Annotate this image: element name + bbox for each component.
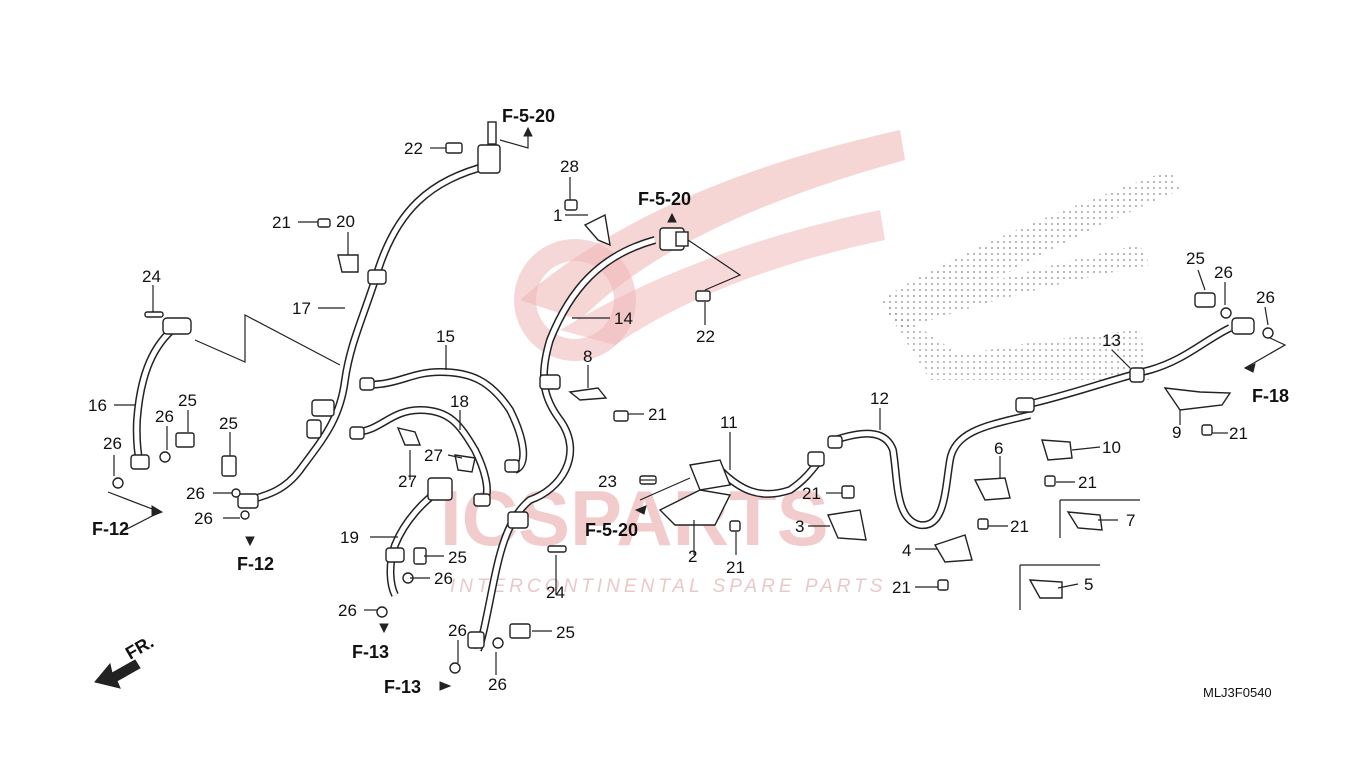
callout-21e: 21 — [892, 578, 911, 597]
callout-26g: 26 — [448, 621, 467, 640]
callout-26a: 26 — [155, 407, 174, 426]
brackets — [337, 213, 1232, 599]
callout-21b: 21 — [648, 405, 667, 424]
callout-4: 4 — [902, 541, 911, 560]
callout-21f: 21 — [1010, 517, 1029, 536]
ref-f13-b: F-13 — [384, 677, 421, 697]
callout-19: 19 — [340, 528, 359, 547]
callout-16: 16 — [88, 396, 107, 415]
callout-26j: 26 — [1256, 288, 1275, 307]
callout-24a: 24 — [142, 267, 161, 286]
callout-8: 8 — [583, 347, 592, 366]
callout-25c: 25 — [448, 548, 467, 567]
hose-11 — [717, 457, 824, 498]
callout-14: 14 — [614, 309, 633, 328]
hose-14 — [474, 236, 657, 652]
callout-25b: 25 — [219, 414, 238, 433]
callout-20: 20 — [336, 212, 355, 231]
callout-26c: 26 — [186, 484, 205, 503]
front-label: FR. — [122, 632, 157, 664]
ref-f12-left: F-12 — [92, 519, 129, 539]
callout-27b: 27 — [424, 446, 443, 465]
callout-25d: 25 — [556, 623, 575, 642]
hose-18 — [354, 405, 491, 502]
front-direction-arrow: FR. — [94, 632, 157, 689]
callout-9: 9 — [1172, 423, 1181, 442]
callout-10: 10 — [1102, 438, 1121, 457]
callout-6: 6 — [994, 439, 1003, 458]
callout-26i: 26 — [1214, 263, 1233, 282]
callout-21h: 21 — [1229, 424, 1248, 443]
callout-26e: 26 — [434, 569, 453, 588]
callout-15: 15 — [436, 327, 455, 346]
callout-26d: 26 — [194, 509, 213, 528]
hose-15 — [364, 367, 528, 474]
hose-13 — [1024, 324, 1232, 409]
callout-11: 11 — [720, 413, 738, 432]
callout-21d: 21 — [802, 484, 821, 503]
ref-f12-mid: F-12 — [237, 554, 274, 574]
ref-f520-mid: F-5-20 — [638, 189, 691, 209]
callout-22b: 22 — [696, 327, 715, 346]
callout-21c: 21 — [726, 558, 745, 577]
callout-26b: 26 — [103, 434, 122, 453]
callout-25e: 25 — [1186, 249, 1205, 268]
watermark-wing-logo — [514, 130, 1180, 380]
callout-17: 17 — [292, 299, 311, 318]
callout-18: 18 — [450, 392, 469, 411]
callout-28: 28 — [560, 157, 579, 176]
ref-f13-a: F-13 — [352, 642, 389, 662]
reference-arrows — [151, 126, 1256, 691]
callout-25a: 25 — [178, 391, 197, 410]
callout-3: 3 — [795, 517, 804, 536]
callout-5: 5 — [1084, 575, 1093, 594]
callout-13: 13 — [1102, 331, 1121, 350]
callout-12: 12 — [870, 389, 889, 408]
ref-f18: F-18 — [1252, 386, 1289, 406]
watermark-sub-text: INTERCONTINENTAL SPARE PARTS — [450, 576, 886, 597]
callout-22a: 22 — [404, 139, 423, 158]
callout-23: 23 — [598, 472, 617, 491]
diagram-code: MLJ3F0540 — [1203, 685, 1272, 700]
callout-2: 2 — [688, 547, 697, 566]
hose-fittings — [130, 121, 1274, 649]
callout-7: 7 — [1126, 511, 1135, 530]
callout-26f: 26 — [338, 601, 357, 620]
bolts — [112, 142, 1213, 674]
ref-f520-low: F-5-20 — [585, 520, 638, 540]
callout-27a: 27 — [398, 472, 417, 491]
callout-24b: 24 — [546, 583, 565, 602]
hose-17 — [248, 161, 491, 504]
callout-21g: 21 — [1078, 473, 1097, 492]
callout-26h: 26 — [488, 675, 507, 694]
callout-1: 1 — [553, 206, 562, 225]
callout-21a: 21 — [272, 213, 291, 232]
hose-12 — [833, 411, 1031, 530]
callout-labels: 1 2 3 4 5 6 7 8 9 10 11 12 13 14 15 16 1… — [88, 139, 1275, 694]
hose-16 — [132, 327, 175, 466]
ref-f520-top: F-5-20 — [502, 106, 555, 126]
hose-19 — [386, 486, 443, 597]
